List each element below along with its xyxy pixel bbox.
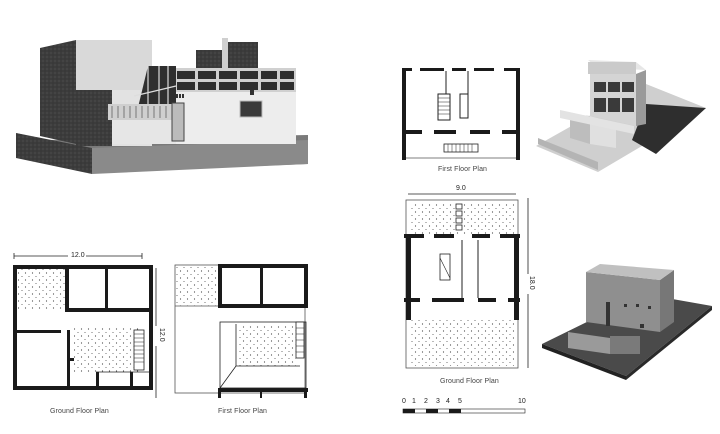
scale-bar-graphic	[402, 408, 526, 414]
model-photo-b	[536, 54, 720, 174]
dim-width-label-b: 9.0	[456, 185, 466, 192]
scale-tick-5: 5	[458, 398, 462, 405]
dim-depth-label-b: 18.0	[528, 276, 535, 290]
caption-first-floor-plan-b: First Floor Plan	[438, 166, 488, 173]
plan-b-ground-drawing: 9.0 18.0	[404, 185, 535, 369]
scale-tick-10: 10	[518, 398, 526, 405]
scale-tick-3: 3	[436, 398, 440, 405]
plan-a-ground-drawing: 12.0 12.0	[13, 250, 165, 398]
plan-b-first-floor: First Floor Plan	[400, 66, 526, 178]
dim-width-label: 12.0	[71, 252, 85, 259]
model-c-illustration	[542, 264, 712, 380]
caption-first-floor-plan-a: First Floor Plan	[218, 408, 268, 415]
plan-a-first-drawing	[174, 264, 308, 398]
dim-depth-label: 12.0	[158, 328, 165, 342]
model-photo-c	[540, 262, 720, 382]
plan-b-ground-floor: 9.0 18.0 Ground Floor Plan	[400, 182, 540, 394]
model-photo-a	[14, 36, 310, 176]
plan-b-first-drawing	[402, 68, 520, 160]
model-b-illustration	[536, 60, 706, 172]
model-a-illustration	[16, 38, 308, 174]
scale-bar: 0 1 2 3 4 5 10	[402, 398, 532, 422]
scale-tick-1: 1	[412, 398, 416, 405]
caption-ground-floor-plan-a: Ground Floor Plan	[50, 408, 109, 415]
plan-a-ground-floor: 12.0 12.0 Ground Floor Plan	[10, 250, 165, 415]
plan-a-first-floor: First Floor Plan	[172, 262, 312, 415]
scale-tick-4: 4	[446, 398, 450, 405]
scale-tick-0: 0	[402, 398, 406, 405]
scale-tick-2: 2	[424, 398, 428, 405]
caption-ground-floor-plan-b: Ground Floor Plan	[440, 378, 499, 385]
